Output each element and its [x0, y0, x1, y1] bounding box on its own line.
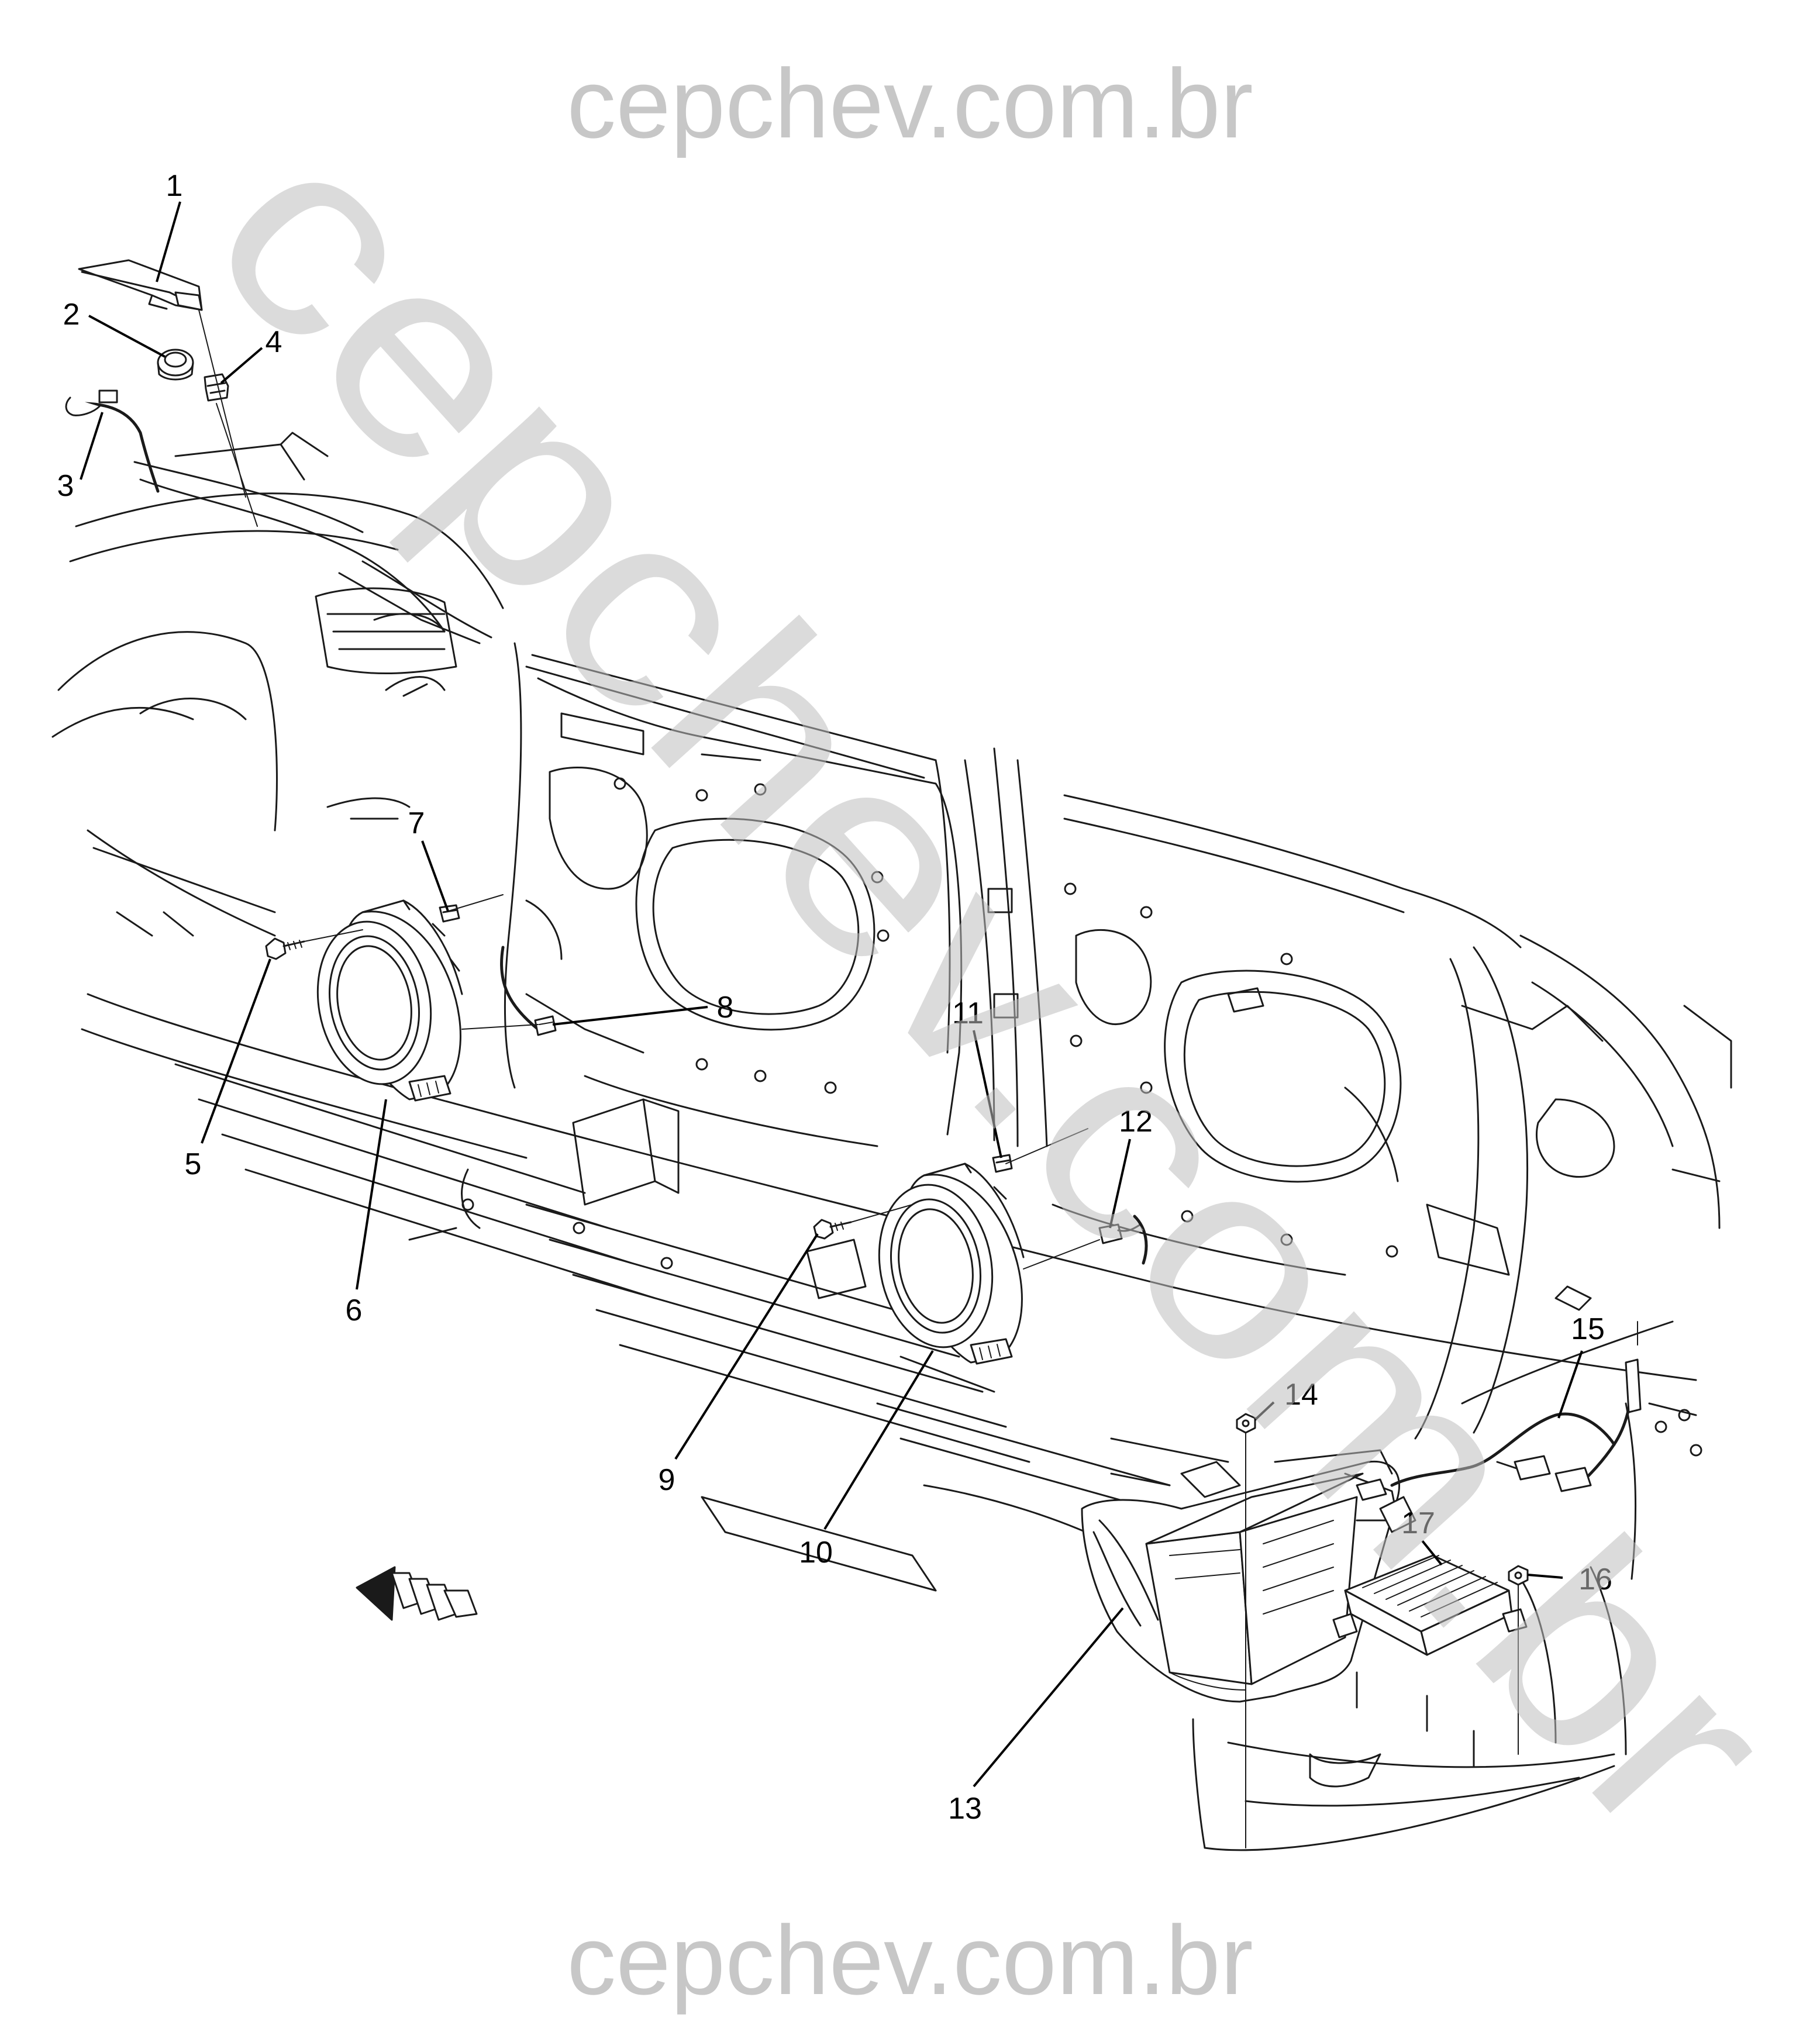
- callout-1: 1: [166, 169, 183, 203]
- rear-floor: [1192, 1402, 1697, 1851]
- rear-door-opening: [1052, 794, 1522, 1276]
- instrument-panel: [51, 492, 504, 937]
- part-8-harness-connector: [500, 946, 557, 1036]
- callout-14: 14: [1284, 1378, 1318, 1412]
- callout-15: 15: [1571, 1312, 1605, 1346]
- floor-pan: [81, 993, 1697, 1592]
- front-direction-arrow-icon: [356, 1566, 478, 1621]
- part-17-amplifier: [1332, 1554, 1528, 1656]
- callout-16: 16: [1578, 1562, 1612, 1596]
- callout-3: 3: [57, 469, 74, 503]
- windshield-pillar: [133, 432, 492, 644]
- callout-10: 10: [799, 1536, 833, 1570]
- callout-labels: 1 2 3 4 5 6 7 8 9 10 11 12 13 14 15 16 1…: [57, 169, 1612, 1826]
- part-14-nut: [1236, 1413, 1256, 1434]
- part-10-rear-speaker: [878, 1163, 1025, 1365]
- b-pillar: [964, 747, 1048, 1147]
- callout-4: 4: [266, 325, 282, 359]
- alignment-lines: [198, 309, 1519, 1848]
- watermark-top: cepchev.com.br: [567, 49, 1253, 158]
- vehicle-body-line-art: [51, 259, 1732, 1851]
- part-16-nut: [1508, 1565, 1529, 1586]
- callout-8: 8: [717, 991, 734, 1025]
- part-7-connector: [439, 904, 460, 923]
- callout-13: 13: [948, 1792, 982, 1826]
- watermark-bottom: cepchev.com.br: [567, 1905, 1253, 2015]
- part-3-tweeter-harness: [65, 389, 160, 493]
- part-11-connector: [992, 1154, 1013, 1173]
- callout-5: 5: [185, 1147, 202, 1181]
- callout-7: 7: [408, 806, 425, 840]
- part-15-harness: [1356, 1321, 1642, 1501]
- front-door-opening: [504, 642, 963, 1147]
- callout-2: 2: [63, 298, 80, 332]
- part-6-front-speaker: [316, 899, 463, 1102]
- mounting-holes: [461, 777, 1702, 1457]
- callout-11: 11: [952, 996, 984, 1030]
- part-9-screw: [813, 1219, 852, 1240]
- part-5-screw: [265, 937, 305, 960]
- part-2-tweeter: [157, 349, 194, 381]
- callout-12: 12: [1119, 1105, 1153, 1139]
- part-13-subwoofer-enclosure: [1081, 1449, 1416, 1703]
- callout-17: 17: [1401, 1506, 1435, 1540]
- part-12-harness-connector: [1098, 1215, 1148, 1265]
- leader-lines: [80, 201, 1583, 1788]
- callout-6: 6: [346, 1294, 363, 1327]
- part-1-tweeter-cover: [78, 259, 203, 311]
- callout-9: 9: [659, 1463, 675, 1497]
